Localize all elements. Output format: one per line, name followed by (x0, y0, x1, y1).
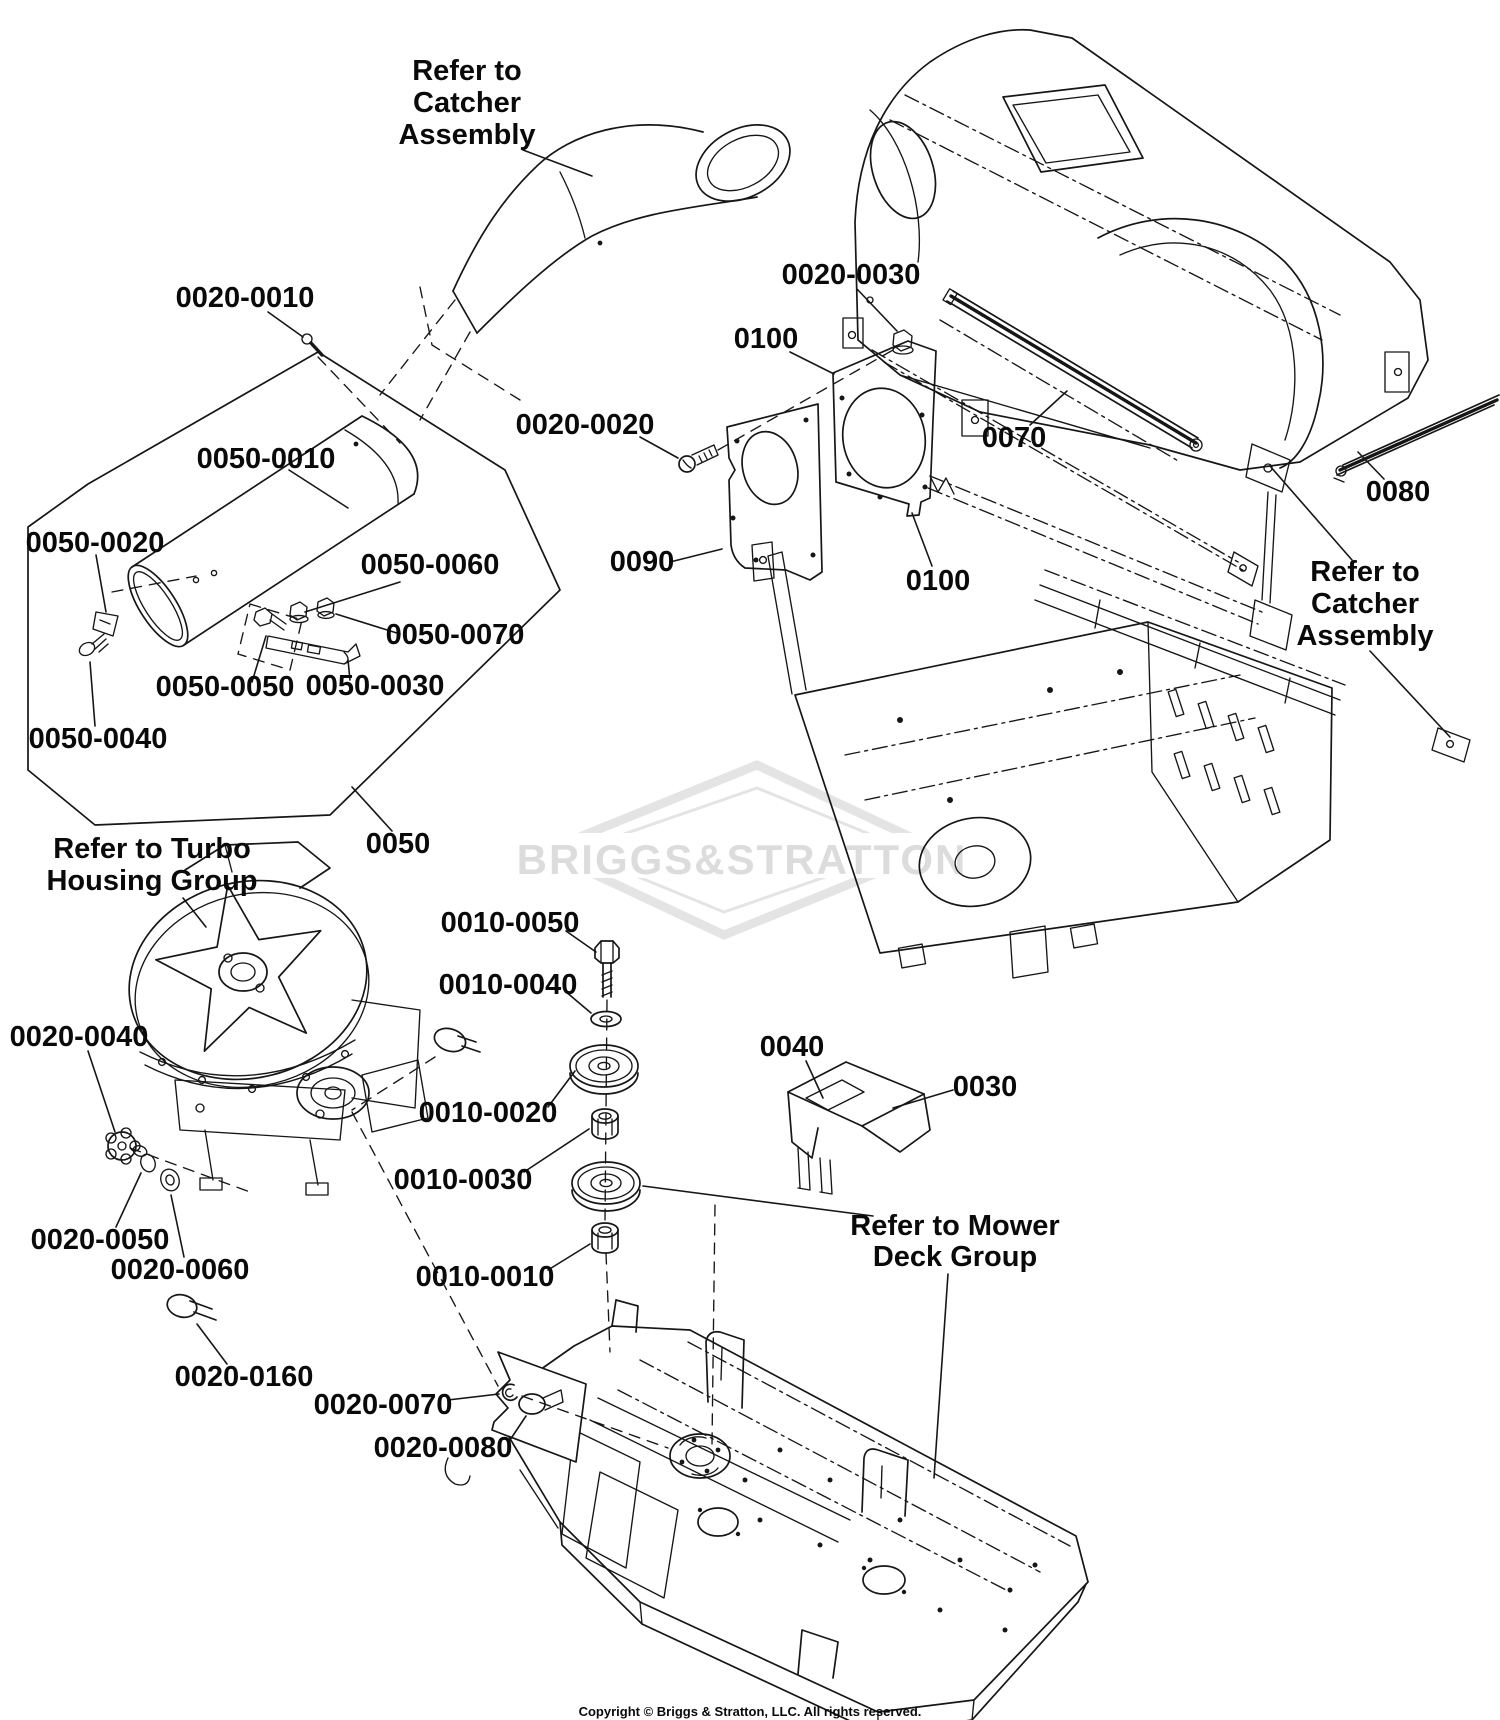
label-0020-0010: 0020-0010 (176, 282, 315, 314)
nut-0050-0070 (316, 597, 335, 620)
mower-deck-drawing (444, 1299, 1089, 1720)
chute-elbow-drawing (379, 124, 791, 421)
turbo-housing-drawing (105, 841, 499, 1387)
label-0050-0030: 0050-0030 (306, 670, 445, 702)
label-0010-0020: 0010-0020 (419, 1097, 558, 1129)
assembly-axis-dashed (379, 299, 456, 396)
stack-centerline (604, 999, 608, 1223)
svg-text:Assembly: Assembly (398, 119, 535, 151)
briggs-stratton-watermark: BRIGGS&STRATTON (517, 760, 968, 940)
svg-text:Refer to: Refer to (1310, 556, 1420, 588)
nut-0050-0060 (289, 601, 309, 624)
impeller-star (155, 884, 322, 1052)
label-0100-left: 0100 (734, 323, 799, 355)
washer-0010-0040 (590, 1010, 622, 1028)
label-0010-0010: 0010-0010 (416, 1261, 555, 1293)
label-0030: 0030 (953, 1071, 1018, 1103)
hairpin-clip-upper (433, 1027, 481, 1053)
decal-0040 (805, 1079, 865, 1111)
label-0050-0070: 0050-0070 (386, 619, 525, 651)
svg-text:Deck Group: Deck Group (873, 1241, 1037, 1273)
label-0050: 0050 (366, 828, 431, 860)
note-mower-deck: Refer to Mower Deck Group (850, 1210, 1059, 1273)
bolt-0050-0050 (253, 607, 287, 631)
pin-0020-0160 (166, 1293, 217, 1321)
note-labels: Refer to Catcher Assembly Refer to Catch… (46, 55, 1433, 1273)
tube-0050-0010 (127, 415, 419, 648)
label-0100-right: 0100 (906, 565, 971, 597)
plate-0090 (726, 403, 823, 581)
knob-0020-0040 (105, 1127, 148, 1165)
deck-spindle (669, 1433, 731, 1479)
note-turbo-housing: Refer to Turbo Housing Group (46, 833, 257, 897)
leader-lines (87, 149, 1451, 1479)
svg-text:Refer to: Refer to (412, 55, 522, 87)
deflector-drawing (711, 1061, 931, 1446)
plates-group (301, 329, 937, 581)
catcher-cover-drawing (842, 28, 1500, 587)
discharge-tube-group (27, 351, 561, 826)
nut-0020-0030 (892, 329, 914, 355)
strip-0070 (942, 288, 1203, 452)
label-0050-0040: 0050-0040 (29, 723, 168, 755)
label-0020-0060: 0020-0060 (111, 1254, 250, 1286)
label-0040: 0040 (760, 1031, 825, 1063)
label-0010-0040: 0010-0040 (439, 969, 578, 1001)
note-catcher-right: Refer to Catcher Assembly (1296, 556, 1433, 652)
washer-0020-0050 (140, 1153, 156, 1173)
pulley-0010-0020 (569, 1044, 639, 1095)
note-catcher-top: Refer to Catcher Assembly (398, 55, 535, 151)
hex-boundary (27, 351, 561, 826)
label-0050-0020: 0050-0020 (26, 527, 165, 559)
label-0010-0030: 0010-0030 (394, 1164, 533, 1196)
svg-text:Assembly: Assembly (1296, 620, 1433, 652)
e-ring-0020-0070 (501, 1383, 518, 1402)
part-labels: 0020-0010 0050-0010 0020-0020 0020-0030 … (10, 259, 1431, 1464)
screw-0050-0040 (78, 633, 109, 657)
label-0090: 0090 (610, 546, 675, 578)
label-0050-0050: 0050-0050 (156, 671, 295, 703)
label-0080: 0080 (1366, 476, 1431, 508)
corner-plate-0020-0080 (491, 1351, 587, 1463)
seat-back-slots (1167, 688, 1281, 816)
screw-0020-0010 (301, 333, 324, 357)
bolt-axis-dashed (717, 349, 894, 451)
label-0050-0060: 0050-0060 (361, 549, 500, 581)
svg-text:Catcher: Catcher (1311, 588, 1419, 620)
svg-text:Refer to Turbo: Refer to Turbo (53, 833, 251, 865)
label-0050-0010: 0050-0010 (197, 443, 336, 475)
bracket-0050-0030 (265, 635, 361, 665)
label-0020-0160: 0020-0160 (175, 1361, 314, 1393)
plate-0100 (832, 340, 937, 517)
watermark-text: BRIGGS&STRATTON (517, 836, 968, 883)
svg-text:Housing Group: Housing Group (46, 865, 257, 897)
washer-0020-0060 (160, 1168, 180, 1192)
label-0020-0050: 0020-0050 (31, 1224, 170, 1256)
watermark-band (532, 833, 948, 878)
label-0020-0020: 0020-0020 (516, 409, 655, 441)
label-0070: 0070 (982, 422, 1047, 454)
label-0020-0080: 0020-0080 (374, 1432, 513, 1464)
seat-frame-drawing (751, 443, 1471, 979)
nut-0010-0030 (591, 1108, 619, 1140)
pulley-lower (571, 1161, 641, 1212)
clip-0050-0020 (92, 611, 119, 637)
label-0020-0040: 0020-0040 (10, 1021, 149, 1053)
idler-stack-group (569, 940, 641, 1353)
bolt-0020-0020 (678, 444, 719, 473)
label-0020-0030: 0020-0030 (782, 259, 921, 291)
bolt-0010-0050 (594, 940, 620, 998)
label-0010-0050: 0010-0050 (441, 907, 580, 939)
nut-0010-0010 (591, 1222, 619, 1254)
svg-text:Catcher: Catcher (413, 87, 521, 119)
label-0020-0070: 0020-0070 (314, 1389, 453, 1421)
svg-text:Refer to Mower: Refer to Mower (850, 1210, 1059, 1242)
copyright-text: Copyright © Briggs & Stratton, LLC. All … (579, 1704, 922, 1719)
strip-0080 (1333, 394, 1500, 483)
